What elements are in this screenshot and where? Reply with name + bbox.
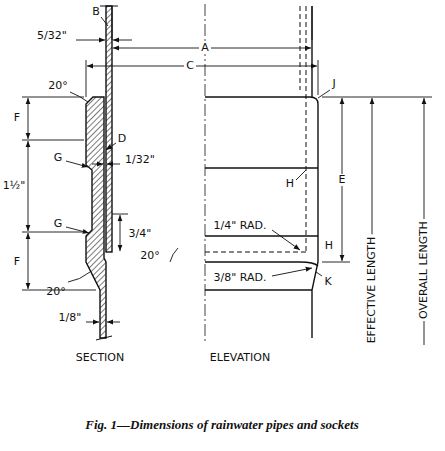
part-letter: D: [118, 133, 126, 145]
length-label: EFFECTIVE LENGTH: [366, 235, 378, 346]
dimension-letter: E: [337, 174, 348, 186]
view-label: ELEVATION: [210, 352, 270, 364]
length-label: OVERALL LENGTH: [418, 219, 430, 321]
angle: 20°: [48, 80, 68, 92]
view-label: SECTION: [76, 352, 124, 364]
dimension-letter: A: [199, 42, 211, 54]
part-letter: G: [54, 152, 63, 164]
part-letter: K: [324, 276, 331, 288]
part-letter: H: [286, 178, 294, 190]
dimension: 5/32": [37, 30, 67, 42]
figure-caption: Fig. 1—Dimensions of rainwater pipes and…: [85, 417, 358, 433]
dimension-lines: [22, 6, 432, 345]
dimension: 3/4": [129, 228, 152, 240]
part-letter: B: [92, 6, 100, 18]
radius-note: 3/8" RAD.: [214, 272, 267, 284]
dimension-letter: C: [184, 60, 196, 72]
dimension-letter: F: [14, 256, 20, 268]
dimension: 1½": [1, 180, 28, 192]
angle: 20°: [140, 250, 160, 262]
dimension: 1/32": [125, 154, 155, 166]
part-letter: G: [54, 218, 63, 230]
elevation-view: [205, 4, 318, 342]
part-letter: J: [332, 78, 335, 90]
dimension-letter: F: [14, 112, 20, 124]
part-letter: H: [325, 240, 333, 252]
radius-note: 1/4" RAD.: [214, 220, 267, 232]
angle: 20°: [46, 286, 66, 298]
dimension: 1/8": [59, 312, 82, 324]
